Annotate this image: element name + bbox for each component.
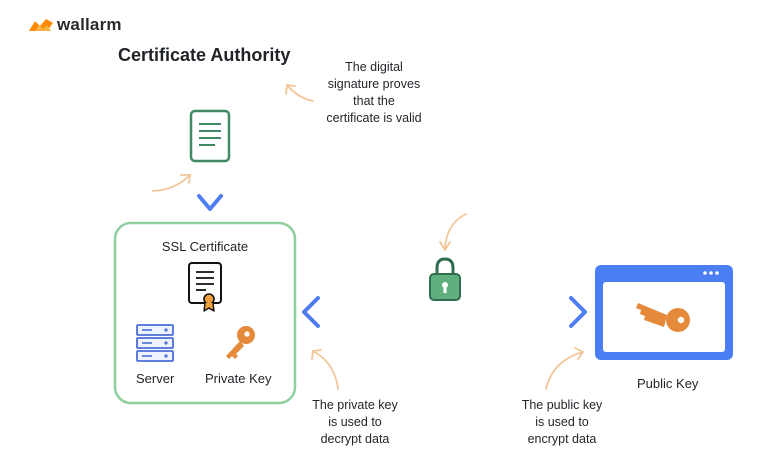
public-key-label: Public Key [637,376,699,391]
certificate-icon [188,262,222,312]
lock-note-arrow [439,213,467,251]
server-label: Server [136,371,175,386]
private-key-label: Private Key [205,371,272,386]
wallarm-logo-icon [29,19,53,31]
public-key-icon [636,303,690,332]
document-note-arrow [152,174,191,192]
private-key-note-arrow [311,349,339,390]
signature-note: The digital signature proves that the ce… [326,60,422,125]
public-key-note-arrow [545,347,584,390]
encryption-arrow [302,296,587,328]
private-key-note: The private key is used to decrypt data [312,398,398,446]
brand-name: wallarm [57,15,122,34]
document-icon [189,109,231,163]
page-title: Certificate Authority [118,45,291,65]
public-key-note: The public key is used to encrypt data [521,398,603,446]
ssl-certificate-title: SSL Certificate [161,239,249,254]
signature-note-arrow [285,84,314,102]
server-icon [136,324,174,362]
private-key-icon [226,326,255,359]
ellipsis-icon [703,271,719,275]
padlock-icon [429,257,461,301]
public-key-window [595,265,733,360]
